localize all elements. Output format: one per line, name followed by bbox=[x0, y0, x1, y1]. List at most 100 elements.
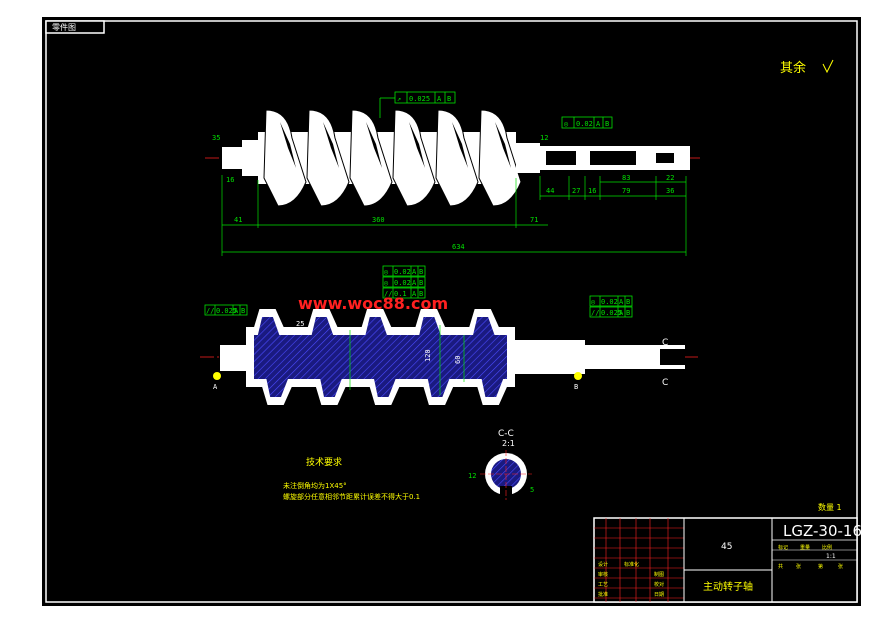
bottom-right-shoulder bbox=[515, 340, 585, 374]
tol-symbol: ◎ bbox=[564, 120, 569, 128]
tol-datum2: B bbox=[605, 120, 609, 128]
bottom-dimension-lines bbox=[349, 325, 465, 395]
bottom-left-journal bbox=[220, 345, 246, 371]
tol-datum: A bbox=[412, 268, 417, 276]
tech-heading: 技术要求 bbox=[306, 456, 342, 468]
sectioned-rotor-hatch bbox=[254, 317, 507, 397]
top-view: ↗ 0.025 A B ◎ 0.02 A B bbox=[205, 91, 700, 256]
tol-datum: A bbox=[412, 290, 417, 298]
tol-datum: A bbox=[437, 95, 442, 103]
dim-16: 16 bbox=[588, 187, 596, 195]
tol-datum2: B bbox=[626, 309, 630, 317]
section-mark-bottom: C bbox=[662, 378, 668, 388]
tol-datum: A bbox=[412, 279, 417, 287]
title-block: 45 LGZ-30-16 主动转子轴 1:1 标记 重量 比例 共 张 第 张 … bbox=[593, 517, 862, 603]
dim-79: 79 bbox=[622, 187, 630, 195]
tb-date: 日期 bbox=[654, 592, 664, 598]
tb-sheet-total: 共 bbox=[778, 563, 783, 570]
tol-datum2: B bbox=[241, 307, 245, 315]
left-journal bbox=[222, 147, 242, 169]
top-dimension-lines bbox=[221, 175, 687, 256]
tol-value: 0.02 bbox=[601, 298, 618, 306]
section-dim-right: 5 bbox=[530, 486, 534, 494]
datum-b-marker bbox=[574, 372, 582, 380]
quantity-label: 数量 1 bbox=[818, 502, 842, 512]
dim-27: 27 bbox=[572, 187, 580, 195]
material: 45 bbox=[721, 542, 732, 552]
dim-360: 360 bbox=[372, 216, 385, 224]
tolerance-frame: ◎ 0.02 A B bbox=[561, 116, 613, 129]
helix-gap bbox=[323, 122, 339, 168]
tol-datum2: B bbox=[419, 279, 423, 287]
tol-value: 0.02 bbox=[394, 268, 411, 276]
tol-value: 0.025 bbox=[409, 95, 430, 103]
bottom-keyway bbox=[660, 349, 685, 365]
tol-value: 0.025 bbox=[216, 307, 237, 315]
section-title: C-C bbox=[498, 429, 514, 439]
dim-22: 22 bbox=[666, 174, 674, 182]
helix-gap bbox=[366, 122, 382, 168]
helix-gap bbox=[495, 122, 511, 168]
tb-review: 审核 bbox=[598, 571, 608, 578]
tb-sheet-unit1: 张 bbox=[796, 563, 801, 570]
tol-datum2: B bbox=[447, 95, 451, 103]
dim-12: 12 bbox=[540, 134, 548, 142]
helix-lobe bbox=[392, 109, 436, 207]
tol-symbol: ◎ bbox=[591, 298, 596, 306]
tol-datum: A bbox=[619, 298, 624, 306]
tb-check: 校对 bbox=[654, 581, 664, 588]
helix-lobe bbox=[306, 109, 350, 207]
tol-value: 0.02 bbox=[576, 120, 593, 128]
section-scale: 2:1 bbox=[502, 439, 515, 448]
shaft-groove-1 bbox=[546, 151, 576, 165]
tol-value: 0.1 bbox=[394, 290, 407, 298]
tb-header-mark: 标记 bbox=[778, 544, 788, 551]
section-cc: C-C 2:1 12 5 bbox=[468, 429, 534, 500]
dim-44: 44 bbox=[546, 187, 554, 195]
section-mark-top: C bbox=[662, 338, 668, 348]
helix-lobe bbox=[263, 109, 307, 207]
tol-datum: A bbox=[619, 309, 624, 317]
watermark: www.woc88.com bbox=[298, 294, 448, 313]
tb-sheet-no: 第 bbox=[818, 563, 823, 570]
helix-gap bbox=[280, 122, 296, 168]
tolerance-frame: ↗ 0.025 A B bbox=[394, 91, 456, 104]
drawing-frame bbox=[45, 20, 858, 603]
tol-symbol: ◎ bbox=[384, 279, 389, 287]
tol-value: 0.02 bbox=[394, 279, 411, 287]
tol-datum2: B bbox=[419, 268, 423, 276]
tb-approve: 批准 bbox=[598, 591, 608, 598]
tech-line-1: 未注倒角均为1X45° bbox=[283, 481, 347, 490]
tol-symbol: ↗ bbox=[397, 95, 401, 103]
dim-71: 71 bbox=[530, 216, 538, 224]
tol-symbol: ◎ bbox=[384, 268, 389, 276]
drawing-number: LGZ-30-16 bbox=[783, 522, 862, 540]
dim-120: 120 bbox=[424, 349, 432, 362]
datum-b-label: B bbox=[574, 383, 578, 391]
helix-gap bbox=[409, 122, 425, 168]
right-shoulder bbox=[516, 143, 540, 173]
tb-sheet-unit2: 张 bbox=[838, 563, 843, 570]
tb-draw: 制图 bbox=[654, 571, 664, 578]
datum-a-label: A bbox=[213, 383, 218, 391]
tol-datum2: B bbox=[626, 298, 630, 306]
corner-tag-box bbox=[45, 20, 105, 34]
scale-value: 1:1 bbox=[826, 553, 836, 560]
part-name: 主动转子轴 bbox=[703, 580, 753, 593]
tb-header-scale: 比例 bbox=[822, 544, 832, 551]
helix-gap bbox=[452, 122, 468, 168]
tol-datum2: B bbox=[419, 290, 423, 298]
shaft-groove-2 bbox=[590, 151, 636, 165]
corner-tag: 零件图 bbox=[52, 22, 76, 32]
tech-requirements: 技术要求 未注倒角均为1X45° 螺旋部分任意相邻节距累计误差不得大于0.1 bbox=[283, 456, 420, 501]
left-shoulder bbox=[242, 140, 258, 176]
dim-36: 36 bbox=[666, 187, 674, 195]
dim-83: 83 bbox=[622, 174, 630, 182]
